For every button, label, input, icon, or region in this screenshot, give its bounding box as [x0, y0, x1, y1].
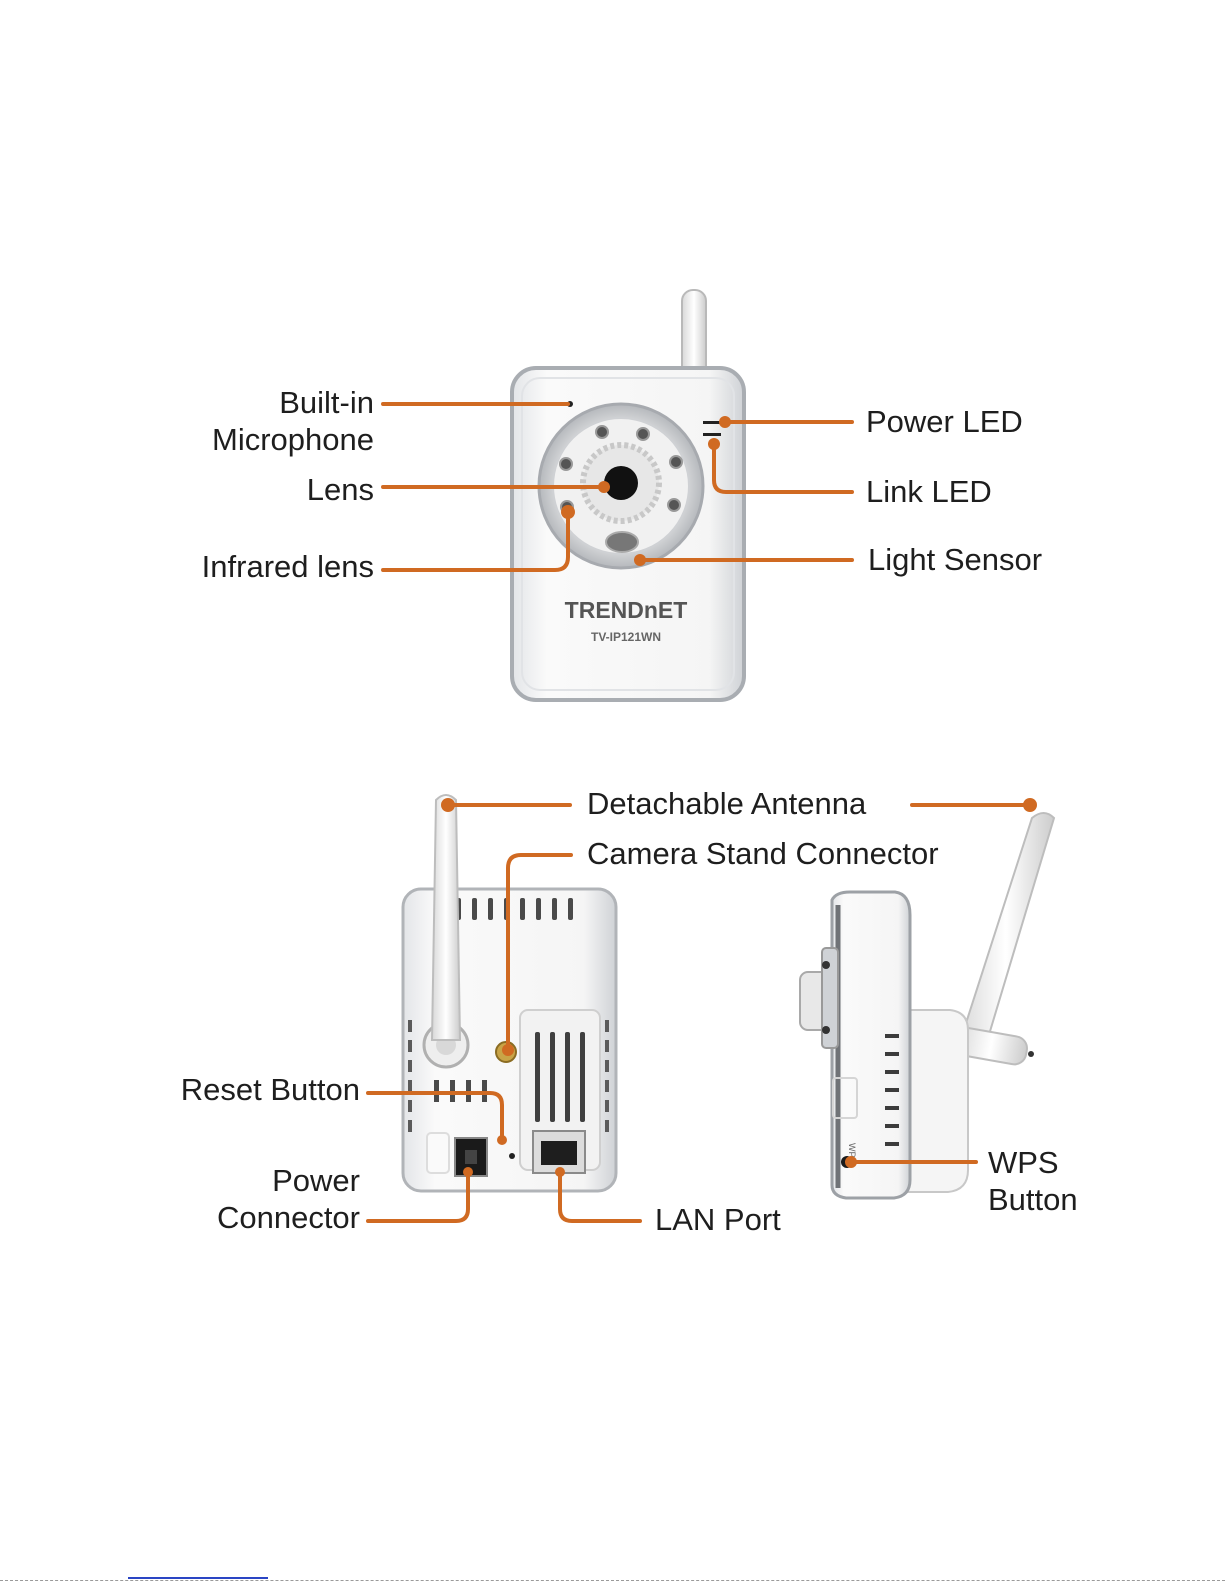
footer-link-underline — [128, 1577, 268, 1579]
label-link-led: Link LED — [866, 474, 992, 511]
brand-logo: TRENDnET — [565, 597, 688, 623]
front-camera: TRENDnET TV-IP121WN — [512, 290, 744, 700]
side-antenna — [958, 813, 1054, 1058]
label-power-led: Power LED — [866, 404, 1023, 441]
label-detachable-antenna: Detachable Antenna — [587, 786, 866, 823]
label-lens: Lens — [190, 472, 374, 509]
label-light-sensor: Light Sensor — [868, 542, 1042, 579]
label-camera-stand-connector: Camera Stand Connector — [587, 836, 939, 873]
link-led — [703, 433, 721, 436]
light-sensor-window — [606, 532, 638, 552]
label-lan-port: LAN Port — [655, 1202, 781, 1239]
page-edge — [0, 1580, 1225, 1581]
label-power-connector: Power Connector — [160, 1163, 360, 1236]
power-led — [703, 421, 721, 424]
label-wps-button: WPS Button — [988, 1145, 1078, 1218]
label-built-in-microphone: Built-in Microphone — [190, 385, 374, 458]
back-antenna — [432, 795, 460, 1040]
label-infrared-lens: Infrared lens — [150, 549, 374, 586]
side-body — [832, 892, 910, 1198]
lens-center — [604, 466, 638, 500]
label-reset-button: Reset Button — [120, 1072, 360, 1109]
reset-hole — [509, 1153, 515, 1159]
model-label: TV-IP121WN — [591, 630, 661, 644]
